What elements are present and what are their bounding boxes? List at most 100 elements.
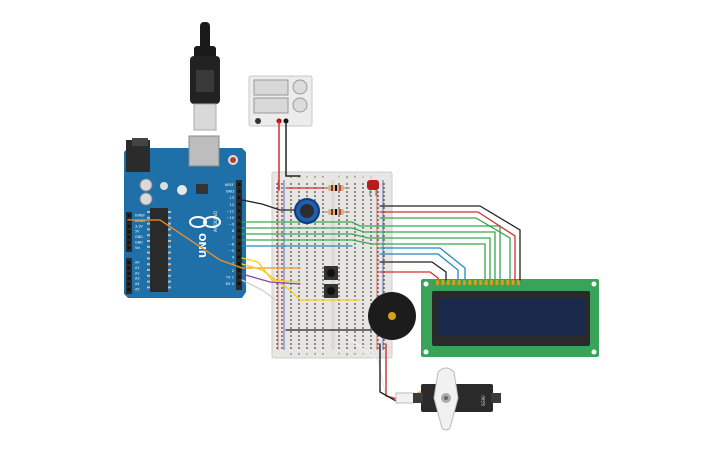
- rail-hole[interactable]: [281, 263, 283, 265]
- bb-hole[interactable]: [298, 299, 300, 301]
- bb-hole[interactable]: [322, 195, 324, 197]
- bb-hole[interactable]: [362, 303, 364, 305]
- rail-hole[interactable]: [377, 251, 379, 253]
- bb-hole[interactable]: [362, 343, 364, 345]
- bb-hole[interactable]: [338, 235, 340, 237]
- rail-hole[interactable]: [281, 303, 283, 305]
- bb-hole[interactable]: [290, 291, 292, 293]
- bb-hole[interactable]: [370, 303, 372, 305]
- rail-hole[interactable]: [276, 271, 278, 273]
- rail-hole[interactable]: [281, 347, 283, 349]
- rail-hole[interactable]: [281, 231, 283, 233]
- bb-hole[interactable]: [314, 291, 316, 293]
- bb-hole[interactable]: [306, 287, 308, 289]
- bb-hole[interactable]: [346, 295, 348, 297]
- rail-hole[interactable]: [377, 295, 379, 297]
- bb-hole[interactable]: [338, 247, 340, 249]
- bb-hole[interactable]: [354, 331, 356, 333]
- bb-hole[interactable]: [290, 195, 292, 197]
- bb-hole[interactable]: [322, 271, 324, 273]
- bb-hole[interactable]: [362, 203, 364, 205]
- bb-hole[interactable]: [290, 287, 292, 289]
- bb-hole[interactable]: [322, 219, 324, 221]
- bb-hole[interactable]: [362, 187, 364, 189]
- rail-hole[interactable]: [383, 347, 385, 349]
- bb-hole[interactable]: [322, 335, 324, 337]
- bb-hole[interactable]: [298, 295, 300, 297]
- bb-hole[interactable]: [314, 199, 316, 201]
- rail-hole[interactable]: [276, 327, 278, 329]
- bb-hole[interactable]: [290, 243, 292, 245]
- rail-hole[interactable]: [383, 263, 385, 265]
- bb-hole[interactable]: [362, 215, 364, 217]
- bb-hole[interactable]: [346, 259, 348, 261]
- power-pin[interactable]: [127, 214, 131, 217]
- bb-hole[interactable]: [370, 203, 372, 205]
- digital-pin[interactable]: [237, 229, 241, 233]
- bb-hole[interactable]: [306, 295, 308, 297]
- rail-hole[interactable]: [281, 335, 283, 337]
- rail-hole[interactable]: [383, 191, 385, 193]
- bb-hole[interactable]: [370, 263, 372, 265]
- bb-hole[interactable]: [362, 275, 364, 277]
- bb-hole[interactable]: [290, 343, 292, 345]
- bb-hole[interactable]: [314, 331, 316, 333]
- bb-hole[interactable]: [354, 255, 356, 257]
- bb-hole[interactable]: [370, 335, 372, 337]
- rail-hole[interactable]: [276, 319, 278, 321]
- bb-hole[interactable]: [362, 279, 364, 281]
- bb-hole[interactable]: [362, 243, 364, 245]
- rail-hole[interactable]: [281, 291, 283, 293]
- bb-hole[interactable]: [370, 331, 372, 333]
- rail-hole[interactable]: [281, 275, 283, 277]
- bb-hole[interactable]: [314, 295, 316, 297]
- bb-hole[interactable]: [290, 231, 292, 233]
- bb-hole[interactable]: [314, 255, 316, 257]
- bb-hole[interactable]: [298, 343, 300, 345]
- power-pin[interactable]: [127, 235, 131, 239]
- bb-hole[interactable]: [362, 323, 364, 325]
- rail-hole[interactable]: [281, 319, 283, 321]
- rail-hole[interactable]: [276, 315, 278, 317]
- bb-hole[interactable]: [354, 207, 356, 209]
- bb-hole[interactable]: [314, 339, 316, 341]
- bb-hole[interactable]: [314, 235, 316, 237]
- bb-hole[interactable]: [338, 263, 340, 265]
- bb-hole[interactable]: [338, 219, 340, 221]
- bb-hole[interactable]: [370, 271, 372, 273]
- bb-hole[interactable]: [370, 199, 372, 201]
- bb-hole[interactable]: [362, 319, 364, 321]
- bb-hole[interactable]: [362, 331, 364, 333]
- bb-hole[interactable]: [346, 243, 348, 245]
- bb-hole[interactable]: [370, 287, 372, 289]
- bb-hole[interactable]: [298, 231, 300, 233]
- bb-hole[interactable]: [322, 223, 324, 225]
- bb-hole[interactable]: [370, 227, 372, 229]
- bb-hole[interactable]: [362, 307, 364, 309]
- bb-hole[interactable]: [314, 323, 316, 325]
- bb-hole[interactable]: [370, 255, 372, 257]
- bb-hole[interactable]: [322, 307, 324, 309]
- rail-hole[interactable]: [383, 287, 385, 289]
- bb-hole[interactable]: [290, 331, 292, 333]
- rail-hole[interactable]: [276, 283, 278, 285]
- digital-pin[interactable]: [237, 275, 241, 279]
- bb-hole[interactable]: [354, 343, 356, 345]
- bb-hole[interactable]: [362, 223, 364, 225]
- bb-hole[interactable]: [338, 331, 340, 333]
- bb-hole[interactable]: [314, 275, 316, 277]
- rail-hole[interactable]: [377, 191, 379, 193]
- lcd-pin[interactable]: [468, 280, 472, 285]
- rail-hole[interactable]: [276, 203, 278, 205]
- rail-hole[interactable]: [281, 187, 283, 189]
- bb-hole[interactable]: [306, 271, 308, 273]
- rail-hole[interactable]: [377, 247, 379, 249]
- rail-hole[interactable]: [276, 231, 278, 233]
- rail-hole[interactable]: [276, 211, 278, 213]
- bb-hole[interactable]: [354, 307, 356, 309]
- bb-hole[interactable]: [306, 195, 308, 197]
- lcd-pin[interactable]: [441, 280, 445, 285]
- bb-hole[interactable]: [370, 215, 372, 217]
- bb-hole[interactable]: [346, 183, 348, 185]
- bb-hole[interactable]: [346, 311, 348, 313]
